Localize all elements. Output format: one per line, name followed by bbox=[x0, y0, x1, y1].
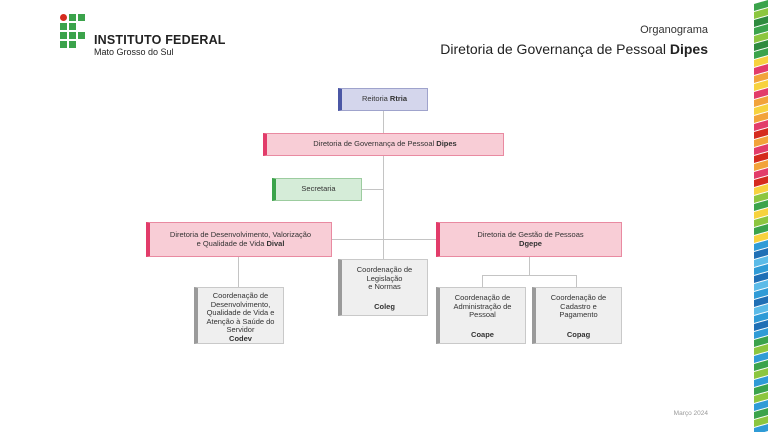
connector-line bbox=[529, 257, 530, 275]
stripe-segment bbox=[754, 176, 768, 187]
stripe-segment bbox=[754, 368, 768, 379]
stripe-segment bbox=[754, 136, 768, 147]
decorative-stripes bbox=[754, 0, 768, 432]
stripe-segment bbox=[754, 80, 768, 91]
node-reitoria: Reitoria Rtria bbox=[338, 88, 428, 111]
node-coape: Coordenação de Administração de Pessoal … bbox=[436, 287, 526, 344]
stripe-segment bbox=[754, 184, 768, 195]
connector-line bbox=[576, 275, 577, 287]
stripe-segment bbox=[754, 280, 768, 291]
institution-name: INSTITUTO FEDERAL bbox=[94, 33, 226, 47]
stripe-segment bbox=[754, 16, 768, 27]
stripe-segment bbox=[754, 152, 768, 163]
connector-line bbox=[482, 275, 483, 287]
stripe-segment bbox=[754, 392, 768, 403]
stripe-segment bbox=[754, 344, 768, 355]
stripe-segment bbox=[754, 256, 768, 267]
page-title: Organograma bbox=[640, 24, 708, 36]
stripe-segment bbox=[754, 352, 768, 363]
page-subtitle: Diretoria de Governança de Pessoal Dipes bbox=[440, 41, 708, 57]
stripe-segment bbox=[754, 96, 768, 107]
stripe-segment bbox=[754, 232, 768, 243]
node-codev: Coordenação de Desenvolvimento, Qualidad… bbox=[194, 287, 284, 344]
stripe-segment bbox=[754, 400, 768, 411]
stripe-segment bbox=[754, 336, 768, 347]
stripe-segment bbox=[754, 376, 768, 387]
stripe-segment bbox=[754, 48, 768, 59]
connector-line bbox=[238, 257, 239, 287]
node-dival: Diretoria de Desenvolvimento, Valorizaçã… bbox=[146, 222, 332, 257]
connector-line bbox=[331, 239, 437, 240]
stripe-segment bbox=[754, 272, 768, 283]
stripe-segment bbox=[754, 56, 768, 67]
node-copag: Coordenação de Cadastro e Pagamento Copa… bbox=[532, 287, 622, 344]
stripe-segment bbox=[754, 208, 768, 219]
stripe-segment bbox=[754, 296, 768, 307]
footer-date: Março 2024 bbox=[673, 410, 708, 417]
stripe-segment bbox=[754, 216, 768, 227]
stripe-segment bbox=[754, 72, 768, 83]
stripe-segment bbox=[754, 328, 768, 339]
connector-line bbox=[383, 155, 384, 259]
stripe-segment bbox=[754, 248, 768, 259]
connector-line bbox=[383, 110, 384, 133]
stripe-segment bbox=[754, 144, 768, 155]
stripe-segment bbox=[754, 8, 768, 19]
stripe-segment bbox=[754, 304, 768, 315]
stripe-segment bbox=[754, 408, 768, 419]
stripe-segment bbox=[754, 32, 768, 43]
stripe-segment bbox=[754, 264, 768, 275]
stripe-segment bbox=[754, 40, 768, 51]
stripe-segment bbox=[754, 384, 768, 395]
stripe-segment bbox=[754, 64, 768, 75]
stripe-segment bbox=[754, 24, 768, 35]
stripe-segment bbox=[754, 120, 768, 131]
stripe-segment bbox=[754, 200, 768, 211]
node-secretaria: Secretaria bbox=[272, 178, 362, 201]
stripe-segment bbox=[754, 192, 768, 203]
connector-line bbox=[362, 189, 383, 190]
stripe-segment bbox=[754, 112, 768, 123]
stripe-segment bbox=[754, 240, 768, 251]
stripe-segment bbox=[754, 360, 768, 371]
stripe-segment bbox=[754, 424, 768, 432]
stripe-segment bbox=[754, 312, 768, 323]
stripe-segment bbox=[754, 168, 768, 179]
stripe-segment bbox=[754, 288, 768, 299]
stripe-segment bbox=[754, 160, 768, 171]
stripe-segment bbox=[754, 224, 768, 235]
institution-campus: Mato Grosso do Sul bbox=[94, 47, 174, 57]
stripe-segment bbox=[754, 128, 768, 139]
node-dipes: Diretoria de Governança de Pessoal Dipes bbox=[263, 133, 504, 156]
stripe-segment bbox=[754, 320, 768, 331]
connector-line bbox=[482, 275, 577, 276]
node-coleg: Coordenação de Legislação e Normas Coleg bbox=[338, 259, 428, 316]
stripe-segment bbox=[754, 88, 768, 99]
stripe-segment bbox=[754, 416, 768, 427]
stripe-segment bbox=[754, 0, 768, 11]
stripe-segment bbox=[754, 104, 768, 115]
